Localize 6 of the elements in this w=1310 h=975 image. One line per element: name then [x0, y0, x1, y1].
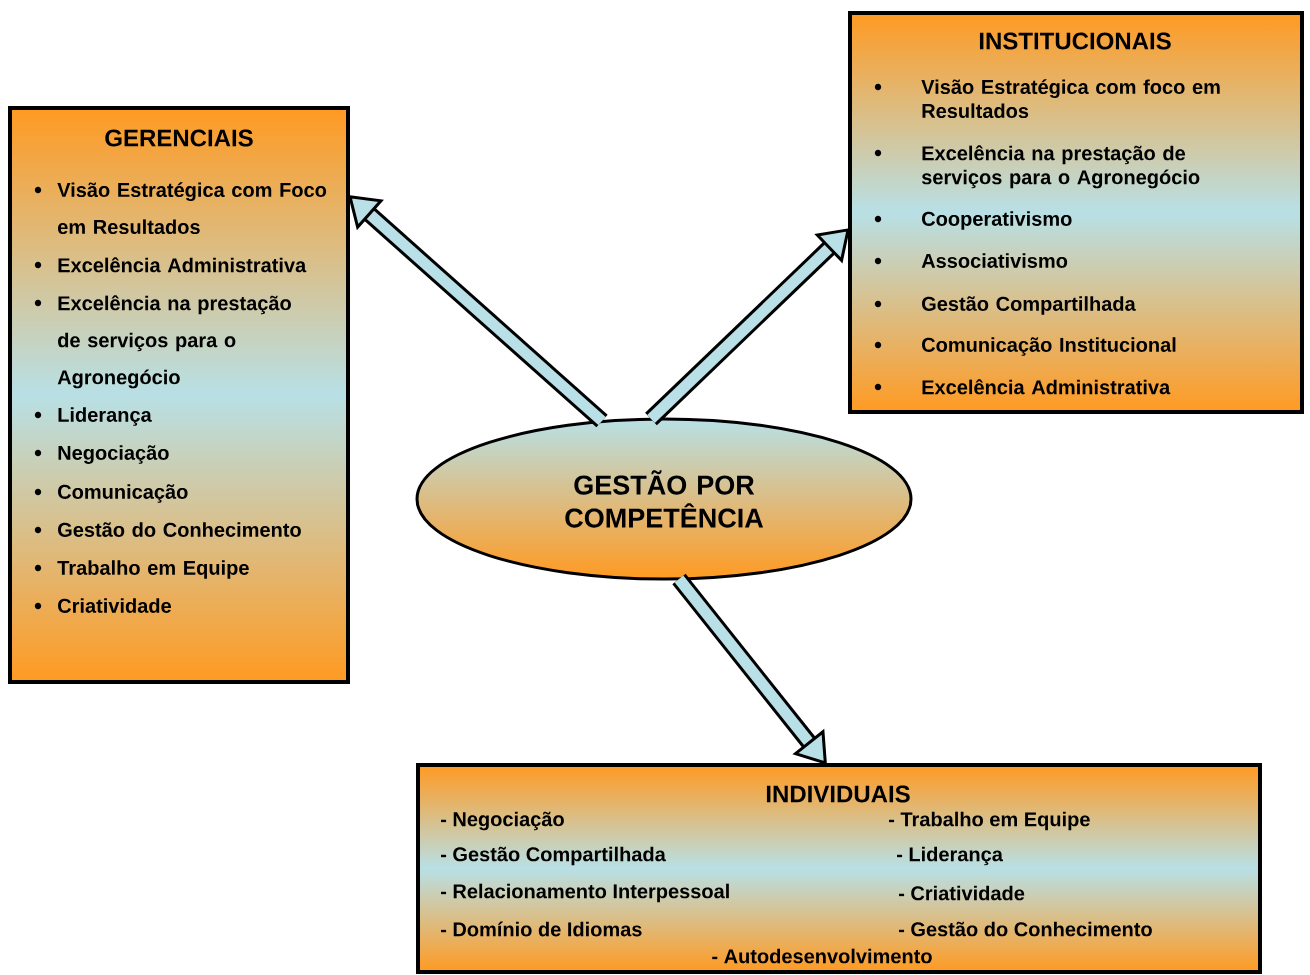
block-arrow — [645, 228, 850, 426]
competency-box: INSTITUCIONAIS Visão Estratégica com foco em Resultados Excelência na prestação de serviços para o Agronegócio Cooperativismo Associativismo Gestão Compartilhada Comunicação Institucional Excelência Administrativa — [848, 11, 1304, 414]
block-arrow — [348, 195, 608, 428]
competency-box: GERENCIAIS Visão Estratégica com Foco em Resultados Excelência Administrativa Excelência na prestação de serviços para o Agronegócio Liderança Negociação Comunicação Gestão do Conhecimento Trabalho em Equipe Criatividade — [8, 106, 350, 684]
block-arrow — [672, 573, 827, 765]
competency-box: INDIVIDUAIS - Negociação - Trabalho em Equipe - Gestão Compartilhada - Liderança - Relacionamento Interpessoal - Criatividade - Domínio de Idiomas - Gestão do Conhecimento - Autodesenvolvimento — [416, 763, 1262, 974]
